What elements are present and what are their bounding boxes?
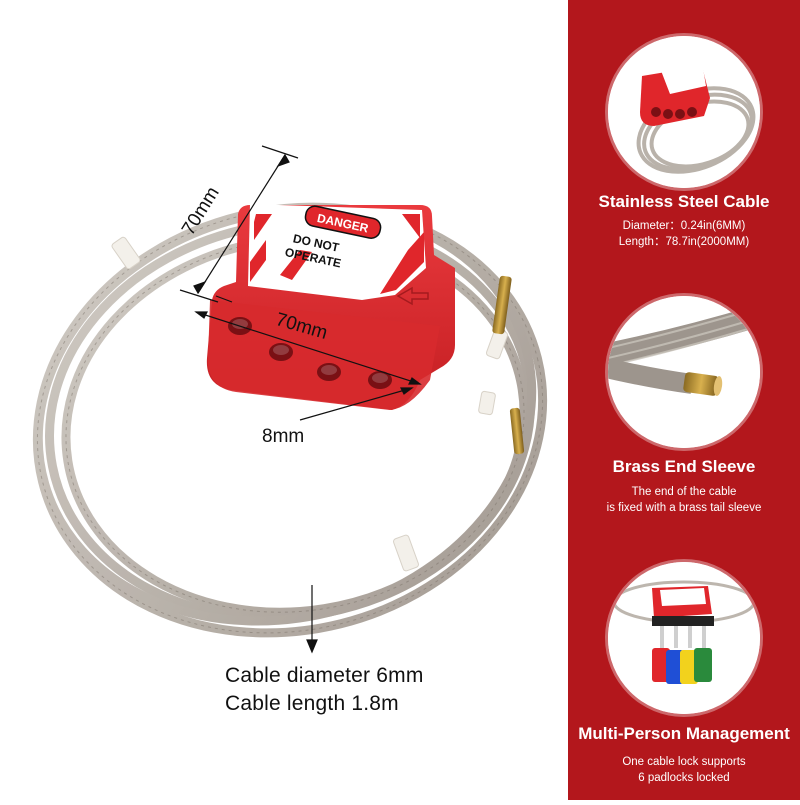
cable-lock-illustration: DANGER DO NOT OPERATE [32,145,548,654]
feature-sidebar: Stainless Steel Cable Diameter：0.24in(6M… [568,0,800,800]
feature-desc-stainless-cable-2: Length：78.7in(2000MM) [618,236,750,248]
feature-desc-brass-sleeve-2: is fixed with a brass tail sleeve [606,502,762,514]
feature-desc-multi-person-2: 6 padlocks locked [638,772,730,784]
cable-length-spec: Cable length 1.8m [225,692,399,715]
brass-sleeves [492,275,525,455]
feature-title-multi-person: Multi-Person Management [578,724,790,743]
cable-diameter-spec: Cable diameter 6mm [225,664,424,687]
cable-ties [111,236,509,572]
thickness-dimension-label: 8mm [262,426,305,447]
cable-lock-body [206,204,455,410]
feature-title-stainless-cable: Stainless Steel Cable [598,192,770,211]
feature-desc-multi-person-1: One cable lock supports [622,756,746,768]
feature-title-brass-sleeve: Brass End Sleeve [612,457,756,476]
feature-desc-stainless-cable-1: Diameter：0.24in(6MM) [622,220,746,232]
stainless-cable-thumbnail [608,36,760,188]
product-image-area: DANGER DO NOT OPERATE 70mm 70mm 8mm [32,145,548,715]
feature-desc-brass-sleeve-1: The end of the cable [631,486,737,498]
dimension-lines [179,145,422,654]
brass-sleeve-thumbnail [608,296,760,448]
multi-person-thumbnail [608,562,760,714]
